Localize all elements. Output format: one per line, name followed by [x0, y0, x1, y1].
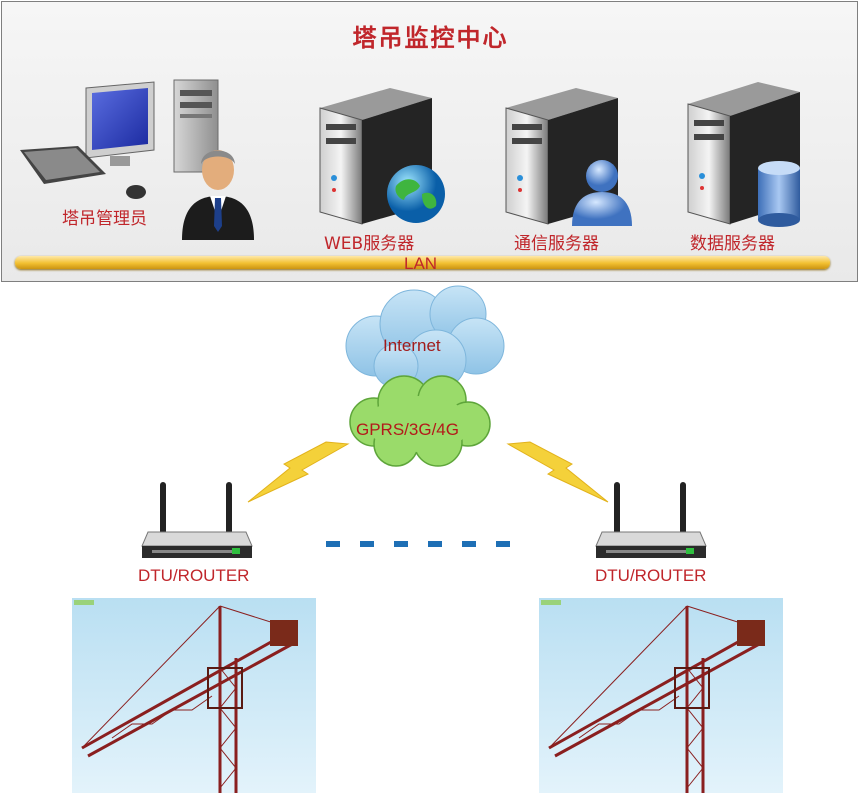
lan-bus	[15, 256, 830, 269]
database-icon	[758, 161, 800, 227]
internet-label: Internet	[383, 336, 441, 355]
data-server-label: 数据服务器	[690, 234, 775, 254]
desktop-computer-icon	[20, 79, 219, 199]
lightning-icon	[247, 441, 350, 503]
lan-label: LAN	[404, 254, 438, 273]
globe-icon	[387, 165, 445, 223]
comm-server-label: 通信服务器	[514, 234, 599, 254]
lightning-icon	[506, 441, 609, 503]
left-router-label: DTU/ROUTER	[138, 566, 250, 585]
page-title: 塔吊监控中心	[352, 23, 509, 52]
person-icon	[182, 150, 254, 240]
ellipsis-dots	[326, 541, 516, 547]
web-server-label: WEB服务器	[324, 234, 415, 254]
tower-crane-photo	[539, 598, 783, 793]
cloud-icon	[349, 375, 491, 467]
router-icon	[595, 482, 707, 558]
user-icon	[572, 160, 632, 226]
tower-crane-photo	[72, 598, 316, 793]
right-router-label: DTU/ROUTER	[595, 566, 707, 585]
mobile-network-label: GPRS/3G/4G	[356, 420, 459, 439]
router-icon	[141, 482, 253, 558]
admin-label: 塔吊管理员	[62, 209, 147, 229]
